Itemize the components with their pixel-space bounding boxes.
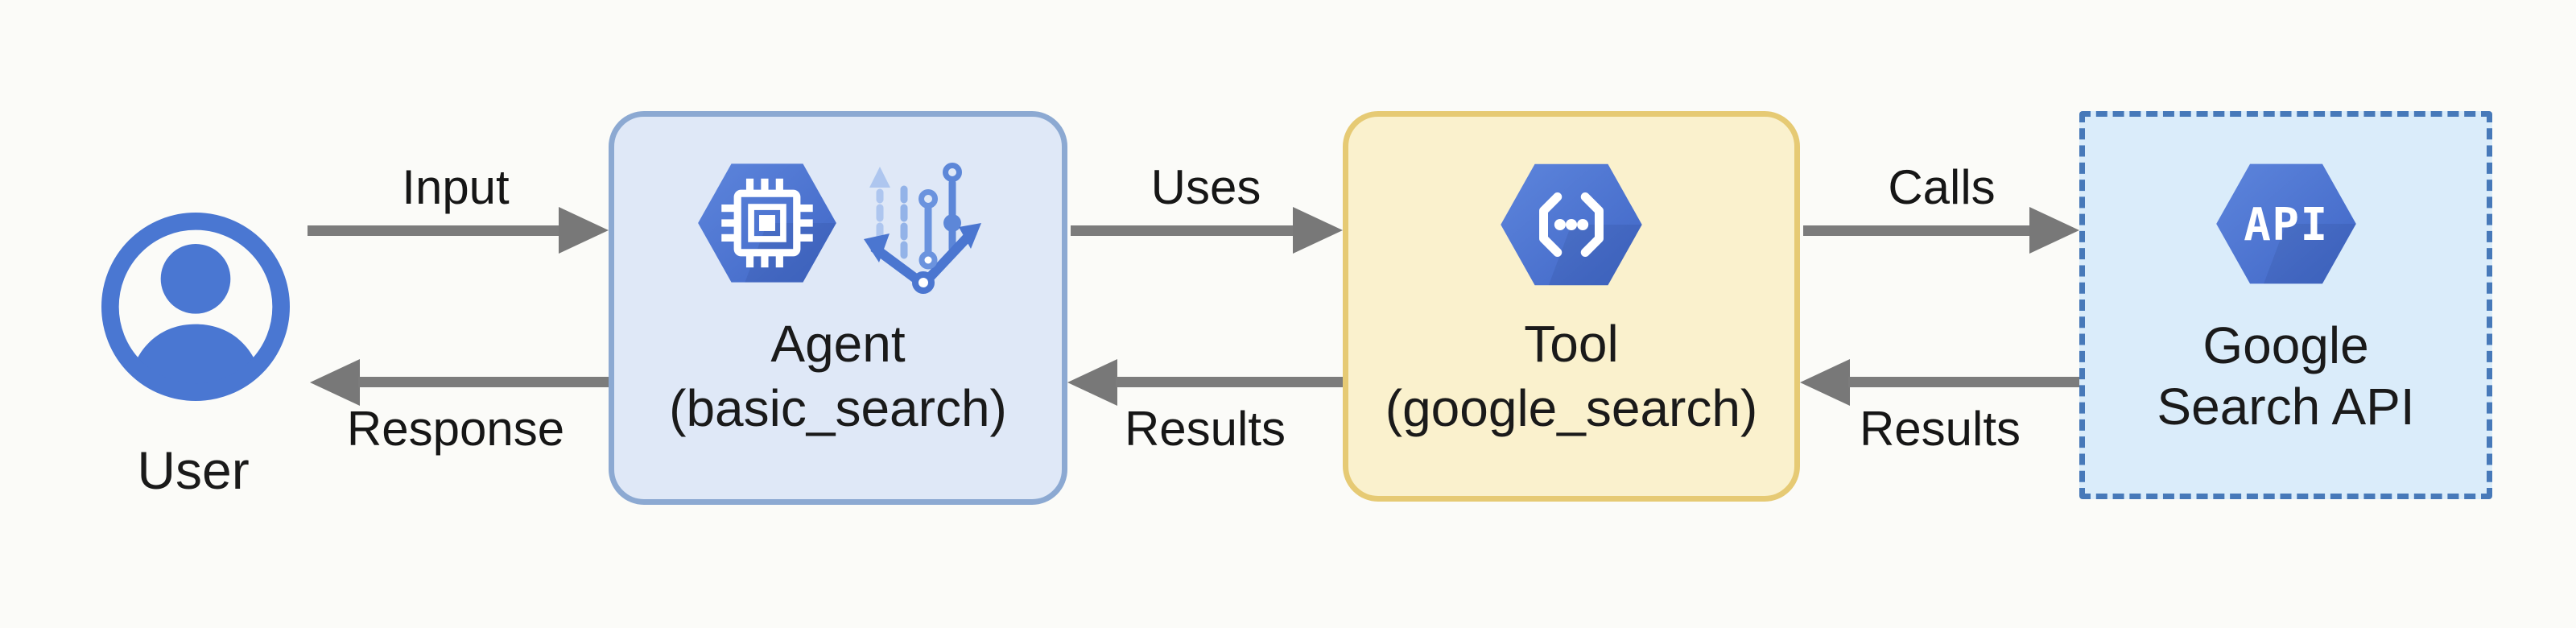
agent-node: Agent (basic_search) <box>609 111 1067 505</box>
tool-icon-row <box>1348 159 1794 291</box>
user-icon <box>101 213 290 401</box>
arrow-line <box>1071 225 1294 236</box>
agent-label: Agent (basic_search) <box>614 312 1062 440</box>
edge-response-label: Response <box>346 402 565 456</box>
arrow-head-right <box>2029 207 2079 254</box>
api-label: Google Search API <box>2085 315 2487 437</box>
user-label: User <box>137 440 250 500</box>
arrow-line <box>308 225 560 236</box>
arrow-line <box>1803 225 2031 236</box>
api-icon-row: API <box>2085 159 2487 289</box>
google-search-api-node: API Google Search API <box>2079 111 2492 499</box>
api-title: Google <box>2202 316 2369 374</box>
tool-label: Tool (google_search) <box>1348 312 1794 440</box>
agent-icon-row <box>614 159 1062 294</box>
arrow-head-right <box>559 207 609 254</box>
edge-results-label: Results <box>1859 402 2021 456</box>
api-badge-text: API <box>2244 199 2328 251</box>
edge-results-label: Results <box>1124 402 1286 456</box>
agent-title: Agent <box>770 315 906 373</box>
edge-input-label: Input <box>402 160 510 214</box>
edge-calls-label: Calls <box>1888 160 1996 214</box>
tool-title: Tool <box>1524 315 1619 373</box>
arrow-line <box>1848 377 2079 387</box>
code-brackets-hexagon-icon <box>1501 163 1642 286</box>
arrow-head-left <box>1800 359 1850 406</box>
arrow-line <box>1116 377 1343 387</box>
arrow-head-right <box>1293 207 1343 254</box>
api-hexagon-icon: API <box>2215 163 2356 284</box>
edge-uses-label: Uses <box>1150 160 1261 214</box>
branching-workflow-icon <box>864 163 981 294</box>
arrow-head-left <box>310 359 360 406</box>
cpu-chip-hexagon-icon <box>698 163 836 283</box>
api-subtitle: Search API <box>2157 378 2415 436</box>
tool-node: Tool (google_search) <box>1343 111 1800 502</box>
arrow-line <box>358 377 609 387</box>
tool-subtitle: (google_search) <box>1385 379 1758 437</box>
arrow-head-left <box>1067 359 1117 406</box>
agent-subtitle: (basic_search) <box>669 379 1007 437</box>
